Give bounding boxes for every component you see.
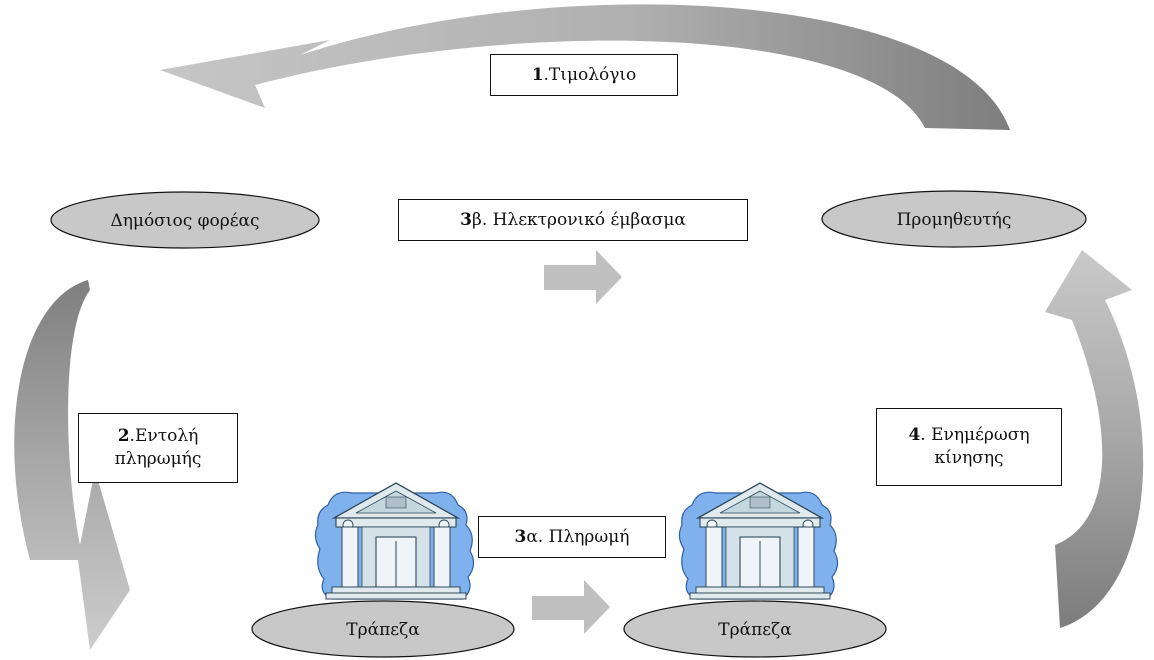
payment-arrow <box>532 580 610 634</box>
transfer-step-box: 3β. Ηλεκτρονικό έμβασμα <box>398 199 748 241</box>
bank-left-node: Τράπεζα <box>251 600 515 658</box>
payment-order-curved-arrow <box>14 280 130 650</box>
bank-left-label: Τράπεζα <box>346 620 420 640</box>
payment-order-step-box: 2.Εντολή πληρωμής <box>78 413 238 483</box>
invoice-step-number: 1 <box>531 64 544 85</box>
bank-right-node: Τράπεζα <box>623 600 887 658</box>
bank-icon <box>678 482 839 600</box>
public-body-label: Δημόσιος φορέας <box>110 211 259 231</box>
update-step-line2: κίνησης <box>934 448 1004 468</box>
transfer-step-text: β. Ηλεκτρονικό έμβασμα <box>471 209 686 230</box>
payment-order-step-line2: πληρωμής <box>114 449 202 469</box>
bank-icon <box>314 482 475 600</box>
invoice-step-text: .Τιμολόγιο <box>543 64 637 85</box>
supplier-label: Προμηθευτής <box>897 210 1012 230</box>
update-curved-arrow <box>1045 250 1144 628</box>
supplier-node: Προμηθευτής <box>821 190 1087 248</box>
payment-step-box: 3α. Πληρωμή <box>478 516 666 558</box>
payment-order-step-line1: .Εντολή <box>129 426 199 447</box>
update-step-box: 4. Ενημέρωση κίνησης <box>876 408 1062 486</box>
invoice-step-box: 1.Τιμολόγιο <box>490 54 678 96</box>
payment-order-step-number: 2 <box>117 426 130 447</box>
transfer-arrow <box>544 250 622 304</box>
update-step-number: 4 <box>908 425 921 446</box>
update-step-line1: . Ενημέρωση <box>920 425 1030 446</box>
public-body-node: Δημόσιος φορέας <box>50 191 320 249</box>
bank-right-label: Τράπεζα <box>718 620 792 640</box>
payment-step-number: 3 <box>514 526 527 547</box>
payment-step-text: α. Πληρωμή <box>526 526 630 547</box>
transfer-step-number: 3 <box>460 209 472 230</box>
invoice-curved-arrow <box>160 4 1010 130</box>
